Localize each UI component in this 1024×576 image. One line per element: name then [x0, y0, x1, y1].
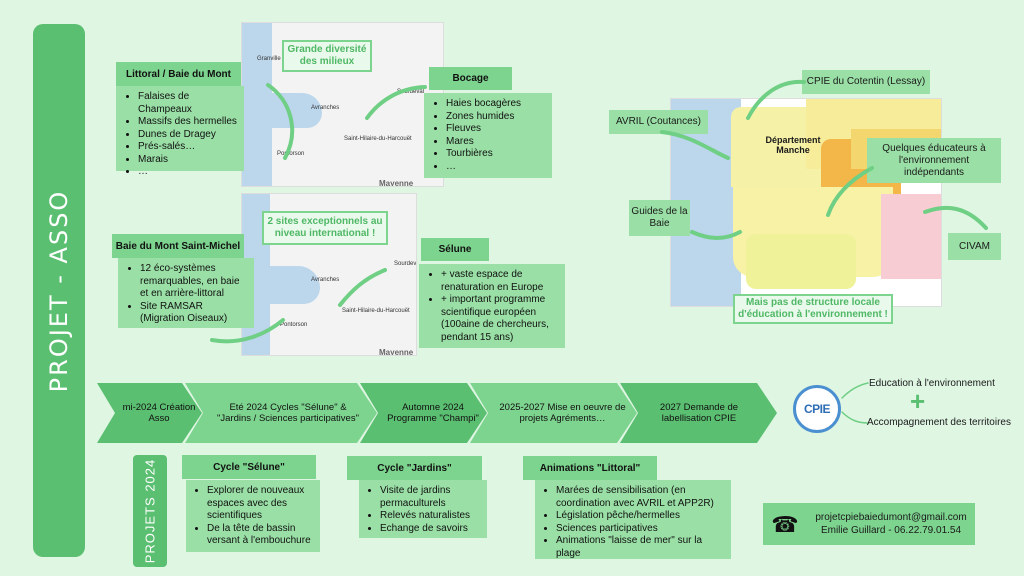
selune-list: + vaste espace de renaturation en Europe…	[423, 269, 561, 344]
cycle-jardins-item: Visite de jardins permaculturels	[380, 485, 484, 510]
bocage-title: Bocage	[429, 67, 512, 90]
bocage-box: Haies bocagèresZones humidesFleuvesMares…	[424, 93, 552, 178]
timeline-step-2: Eté 2024 Cycles "Sélune" & "Jardins / Sc…	[217, 401, 359, 425]
partner-educateurs: Quelques éducateurs à l'environnement in…	[867, 138, 1001, 183]
partner-cpie-cotentin: CPIE du Cotentin (Lessay)	[802, 70, 930, 94]
cycle-selune-item: Explorer de nouveaux espaces avec des sc…	[207, 485, 317, 523]
animations-item: Animations "laisse de mer" sur la plage	[556, 535, 728, 560]
dept-title: Département Manche	[765, 135, 821, 155]
baie-title: Baie du Mont Saint-Michel	[112, 234, 244, 258]
partner-guides: Guides de la Baie	[629, 200, 690, 236]
town-pontorson-2: Pontorson	[280, 322, 308, 328]
timeline-step-3-shape	[360, 383, 487, 443]
sites-callout: 2 sites exceptionnels au niveau internat…	[262, 211, 388, 245]
littoral-box: Falaises de ChampeauxMassifs des hermell…	[116, 86, 244, 177]
bocage-item: Zones humides	[446, 111, 548, 124]
baie-box: 12 éco-systèmes remarquables, en baie et…	[118, 258, 254, 328]
town-sourdeval-2: Sourdeval	[394, 261, 417, 267]
sidebar-title: PROJET - ASSO	[45, 189, 73, 392]
bocage-item: Fleuves	[446, 123, 548, 136]
contact-box: ☎ projetcpiebaiedumont@gmail.com Emilie …	[763, 503, 975, 545]
cpie-edu: Education à l'environnement	[869, 378, 995, 389]
timeline-step-5-shape	[620, 383, 777, 443]
animations-list: Marées de sensibilisation (en coordinati…	[538, 485, 728, 560]
cycle-jardins-list: Visite de jardins permaculturelsRelevés …	[362, 485, 484, 535]
contact-email[interactable]: projetcpiebaiedumont@gmail.com	[815, 512, 967, 523]
selune-item: + vaste espace de renaturation en Europe	[441, 269, 561, 294]
projets-banner: PROJETS 2024	[133, 455, 167, 567]
town-mayenne-2: Mayenne	[379, 348, 414, 356]
timeline-step-2-shape	[185, 383, 377, 443]
cycle-selune-item: De la tête de bassin versant à l'embouch…	[207, 523, 317, 548]
timeline-arrows	[97, 383, 777, 443]
cycle-selune-list: Explorer de nouveaux espaces avec des sc…	[189, 485, 317, 548]
animations-item: Marées de sensibilisation (en coordinati…	[556, 485, 728, 510]
bocage-item: Mares	[446, 136, 548, 149]
littoral-item: Dunes de Dragey	[138, 129, 240, 142]
dept-map: Département Manche	[670, 98, 942, 307]
littoral-item: …	[138, 166, 240, 179]
town-avranches-2: Avranches	[311, 277, 340, 283]
littoral-item: Falaises de Champeaux	[138, 91, 240, 116]
town-sourdeval: Sourdeval	[397, 89, 425, 95]
cycle-selune-title: Cycle "Sélune"	[182, 455, 316, 479]
cycle-jardins-item: Echange de savoirs	[380, 523, 484, 536]
partner-civam: CIVAM	[948, 233, 1001, 260]
animations-item: Législation pêche/hermelles	[556, 510, 728, 523]
no-structure-callout: Mais pas de structure locale d'éducation…	[733, 294, 893, 324]
baie-item: Site RAMSAR (Migration Oiseaux)	[140, 301, 250, 326]
cpie-logo-text: CPIE	[803, 402, 831, 416]
cycle-jardins-title: Cycle "Jardins"	[347, 456, 482, 480]
cycle-jardins-box: Visite de jardins permaculturelsRelevés …	[359, 480, 487, 538]
town-mayenne: Mayenne	[379, 179, 414, 187]
cpie-acc: Accompagnement des territoires	[867, 417, 1011, 428]
cycle-selune-box: Explorer de nouveaux espaces avec des sc…	[186, 480, 320, 552]
bocage-item: …	[446, 161, 548, 174]
timeline-step-3: Automne 2024 Programme "Champi"	[387, 401, 479, 425]
town-st-hilaire-2: Saint-Hilaire-du-Harcouët	[342, 308, 410, 314]
town-avranches: Avranches	[311, 105, 340, 111]
plus-icon: +	[910, 386, 926, 416]
arrow-cpie-acc	[841, 411, 869, 424]
timeline-step-1-shape	[97, 383, 202, 443]
timeline-step-1: mi-2024 Création Asso	[122, 401, 196, 425]
baie-list: 12 éco-systèmes remarquables, en baie et…	[122, 263, 250, 326]
littoral-item: Massifs des hermelles	[138, 116, 240, 129]
contact-phone: Emilie Guillard - 06.22.79.01.54	[820, 525, 962, 536]
animations-item: Sciences participatives	[556, 523, 728, 536]
projets-title: PROJETS 2024	[142, 458, 158, 564]
selune-item: + important programme scientifique europ…	[441, 294, 561, 344]
littoral-list: Falaises de ChampeauxMassifs des hermell…	[120, 91, 240, 179]
town-granville: Granville	[257, 56, 281, 62]
diversity-callout: Grande diversité des milieux	[282, 40, 372, 72]
bocage-item: Tourbières	[446, 148, 548, 161]
timeline-step-4: 2025-2027 Mise en oeuvre de projets Agré…	[499, 401, 626, 425]
partner-avril: AVRIL (Coutances)	[609, 110, 708, 134]
sidebar-banner: PROJET - ASSO	[33, 24, 85, 557]
bocage-item: Haies bocagères	[446, 98, 548, 111]
cpie-logo-icon: CPIE	[793, 385, 841, 433]
arrow-cpie-edu	[841, 382, 869, 399]
selune-title: Sélune	[421, 238, 489, 261]
telephone-icon: ☎	[771, 511, 799, 537]
timeline-step-5: 2027 Demande de labellisation CPIE	[659, 401, 739, 425]
animations-title: Animations "Littoral"	[523, 456, 657, 480]
timeline-step-4-shape	[470, 383, 637, 443]
town-pontorson: Pontorson	[277, 151, 305, 157]
baie-item: 12 éco-systèmes remarquables, en baie et…	[140, 263, 250, 301]
town-st-hilaire: Saint-Hilaire-du-Harcouët	[344, 136, 412, 142]
selune-box: + vaste espace de renaturation en Europe…	[419, 264, 565, 348]
littoral-item: Marais	[138, 154, 240, 167]
bocage-list: Haies bocagèresZones humidesFleuvesMares…	[428, 98, 548, 173]
littoral-title: Littoral / Baie du Mont	[116, 62, 241, 86]
littoral-item: Prés-salés…	[138, 141, 240, 154]
cycle-jardins-item: Relevés naturalistes	[380, 510, 484, 523]
animations-box: Marées de sensibilisation (en coordinati…	[535, 480, 731, 559]
